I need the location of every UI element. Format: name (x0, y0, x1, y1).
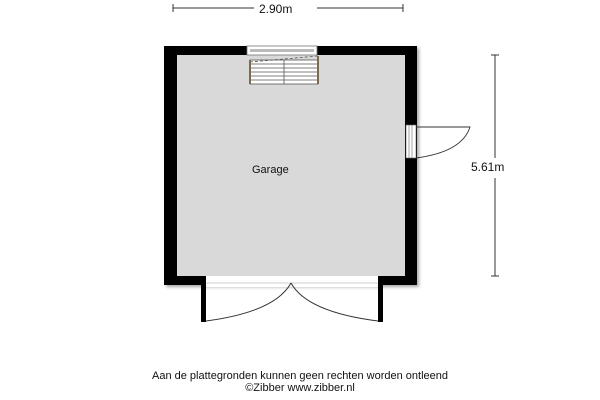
disclaimer-text: Aan de plattegronden kunnen geen rechten… (151, 370, 448, 382)
garage-door-opening (206, 276, 378, 287)
side-door (405, 124, 471, 159)
stairs (249, 55, 319, 85)
window (246, 45, 318, 56)
depth-dimension-label: 5.61m (471, 160, 505, 174)
garage-door-swing (205, 282, 379, 322)
garage-floor (177, 55, 405, 276)
width-dimension-label: 2.90m (259, 2, 293, 16)
width-dimension-line (172, 4, 404, 12)
depth-dimension-line (491, 54, 499, 277)
door-jamb-right (378, 276, 383, 322)
room-label: Garage (252, 164, 289, 176)
door-jamb-left (201, 276, 206, 322)
credit-text: ©Zibber www.zibber.nl (245, 382, 355, 394)
